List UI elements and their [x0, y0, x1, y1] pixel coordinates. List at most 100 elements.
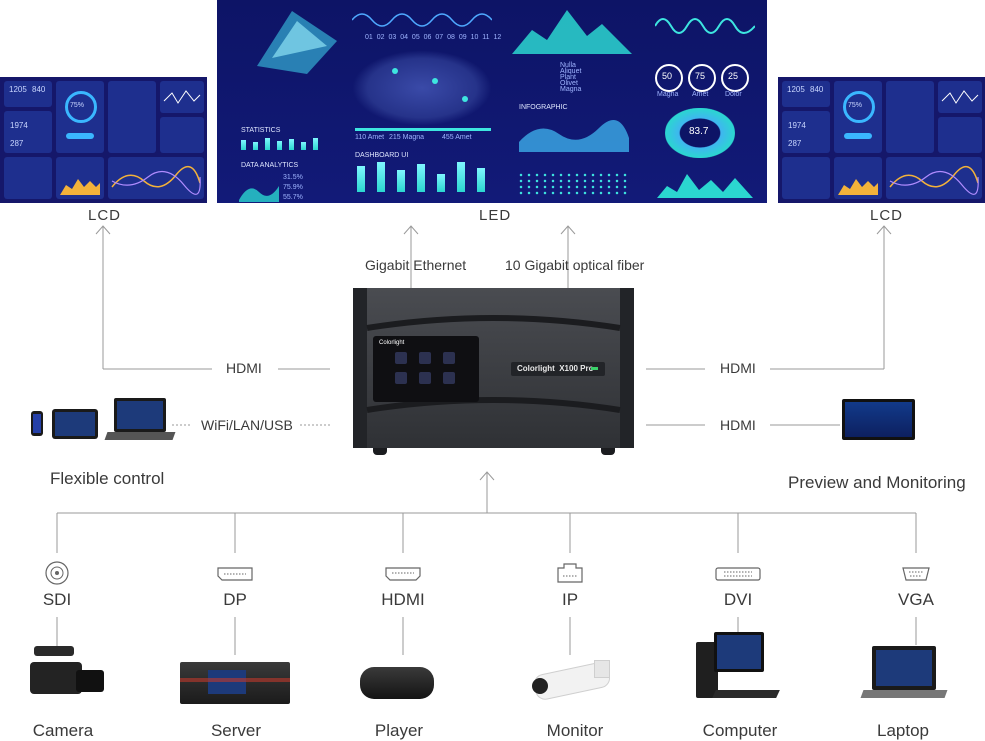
preview-monitoring-label: Preview and Monitoring [788, 473, 966, 492]
model-name: Colorlight X100 Pro [517, 364, 594, 373]
lcd-wave-chart [111, 166, 201, 195]
connector-label-dvi: DVI [723, 590, 753, 609]
led-circle-label: Dolor [725, 91, 742, 98]
right-lcd-label: LCD [870, 207, 904, 224]
led-bar [417, 164, 425, 192]
lcd-line-chart [163, 90, 201, 104]
rack-ear-right [620, 288, 634, 448]
led-circle [655, 64, 683, 92]
led-bar [357, 166, 365, 192]
device-label-server: Server [210, 721, 262, 740]
lcd-tile: 1974 287 [4, 111, 52, 153]
led-top-wave [352, 13, 492, 27]
chassis-grille [366, 315, 621, 413]
lcd-number: 1205 [9, 85, 27, 94]
cctv-lens [532, 678, 548, 694]
right-lcd-screen: 1205 840 75% 1974 287 [778, 77, 985, 203]
lcd-button [844, 133, 872, 139]
led-bar [301, 142, 306, 150]
left-lcd-screen: 1205 840 75% 1974 287 [0, 77, 207, 203]
led-circle-label: Magna [657, 91, 679, 98]
led-bar [277, 141, 282, 150]
laptop-base [104, 432, 176, 440]
led-circle [688, 64, 716, 92]
camera-lens [76, 670, 104, 692]
app-icon[interactable] [419, 352, 431, 364]
led-legend: Nulla Aliquet Plant Olivet Magna [512, 62, 632, 94]
lcd-area-chart [838, 179, 878, 195]
led-legend-item: Aliquet [560, 68, 582, 75]
hdmi-right-label: HDMI [720, 360, 756, 376]
tablet-device [52, 409, 98, 439]
lcd-gauge-tile: 75% [56, 81, 104, 153]
lcd-calendar-tile [886, 81, 934, 153]
led-pct: 75.9% [283, 184, 303, 191]
led-infographic-heading: Infographic [519, 104, 568, 111]
server-accent [180, 678, 290, 682]
led-label: LED [479, 207, 512, 224]
led-bar [457, 162, 465, 192]
preview-monitor [842, 399, 915, 440]
laptop-device [104, 398, 176, 442]
led-statistics-heading: Statistics [241, 127, 281, 134]
player-device [360, 667, 434, 699]
laptop-screen [114, 398, 166, 432]
lcd-line-chart [941, 90, 979, 104]
led-circle-value: 50 [662, 71, 673, 81]
computer-keyboard [712, 690, 780, 698]
lcd-stat: 1974 [10, 121, 28, 130]
lcd-stat: 287 [10, 139, 24, 148]
hdmi-connector-icon [385, 567, 421, 581]
lcd-tile [4, 157, 52, 199]
lcd-tile [834, 157, 882, 199]
computer-monitor [714, 632, 764, 672]
server-device [180, 662, 290, 704]
gauge-ring [65, 91, 97, 123]
lcd-tile [160, 81, 204, 113]
lcd-wave-tile [108, 157, 204, 199]
camera-handle [34, 646, 74, 656]
lcd-number: 840 [32, 85, 46, 94]
controller-chassis: Colorlight Colorlight X100 Pro [353, 288, 634, 448]
tablet-screen [55, 412, 95, 436]
connector-label-sdi: SDI [42, 590, 72, 609]
app-icon[interactable] [443, 352, 455, 364]
led-circle [721, 64, 749, 92]
lcd-tile [782, 157, 830, 199]
map-pin [392, 68, 398, 74]
camera-device [20, 640, 106, 706]
lcd-tile [56, 157, 104, 199]
power-led [591, 367, 598, 370]
led-legend-item: Magna [560, 86, 582, 93]
connector-label-hdmi: HDMI [381, 590, 425, 609]
app-icon[interactable] [395, 372, 407, 384]
phone-device [31, 411, 43, 436]
device-label-player: Player [374, 721, 424, 740]
led-map-stat: 215 Magna [389, 134, 425, 141]
app-icon[interactable] [419, 372, 431, 384]
app-icon[interactable] [443, 372, 455, 384]
app-icon[interactable] [395, 352, 407, 364]
cctv-device [528, 656, 618, 706]
controller-foot [373, 448, 387, 455]
lcd-wave-tile [886, 157, 982, 199]
laptop-input-base [860, 690, 948, 698]
lcd-gauge-value: 75% [70, 102, 85, 109]
led-legend-item: Plant [560, 74, 576, 81]
laptop-input-device [858, 646, 950, 704]
lcd-area-chart [60, 179, 100, 195]
device-label-camera: Camera [32, 721, 94, 740]
lcd-wave-chart [889, 166, 979, 195]
optical-fiber-label: 10 Gigabit optical fiber [505, 257, 645, 273]
led-world-map [352, 50, 492, 126]
camera-body [30, 662, 82, 694]
map-pin [462, 96, 468, 102]
gauge-ring [843, 91, 875, 123]
hdmi-preview-label: HDMI [720, 417, 756, 433]
led-data-analytics-heading: Data analytics [241, 162, 299, 169]
led-bar [289, 139, 294, 150]
touchscreen[interactable]: Colorlight [373, 336, 479, 402]
led-legend-item: Nulla [560, 62, 576, 69]
preview-screen [845, 402, 912, 437]
lcd-gauge-tile: 75% [834, 81, 882, 153]
